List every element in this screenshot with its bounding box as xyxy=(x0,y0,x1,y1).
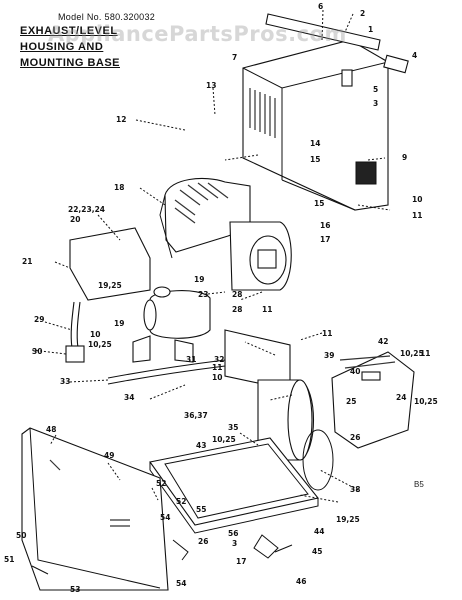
callout: 10,25 xyxy=(414,397,438,406)
callout: 12 xyxy=(116,115,126,124)
callout: 10 xyxy=(212,373,222,382)
callout: 25 xyxy=(346,397,356,406)
callout: 7 xyxy=(232,53,237,62)
callout: 15 xyxy=(314,199,324,208)
model-number: Model No. 580.320032 xyxy=(58,12,156,22)
front-panel xyxy=(21,427,169,591)
engine-assembly xyxy=(159,177,292,291)
callout: 43 xyxy=(196,441,206,450)
callout: 13 xyxy=(206,81,216,90)
callout: 38 xyxy=(350,485,360,494)
callout: 54 xyxy=(160,513,170,522)
callout: 10,25 xyxy=(400,349,424,358)
callout: 45 xyxy=(312,547,322,556)
callout: 10 xyxy=(90,330,100,339)
mounting-base xyxy=(149,437,319,534)
callout: 42 xyxy=(378,337,388,346)
leader-lines xyxy=(31,9,391,503)
callout: 26 xyxy=(198,537,208,546)
callout: 28 xyxy=(232,305,242,314)
callout: 11 xyxy=(262,305,272,314)
diagram-title-line-3: MOUNTING BASE xyxy=(20,57,120,69)
callout: 51 xyxy=(4,555,14,564)
callout: 3 xyxy=(232,539,237,548)
callout: 4 xyxy=(412,51,417,60)
callout: 10,25 xyxy=(212,435,236,444)
callout: 9 xyxy=(402,153,407,162)
callout: 19,25 xyxy=(336,515,360,524)
callout: 20 xyxy=(70,215,80,224)
callout-labels: 6 2 1 4 5 3 7 9 13 12 14 15 18 15 16 17 … xyxy=(4,2,438,594)
callout: 49 xyxy=(104,451,114,460)
callout: 46 xyxy=(296,577,306,586)
callout: 54 xyxy=(176,579,186,588)
callout: 30 xyxy=(32,347,42,356)
exhaust-hose xyxy=(107,359,226,379)
diagram-title-line-2: HOUSING AND xyxy=(20,41,104,53)
callout: 22,23,24 xyxy=(68,205,105,214)
callout: 1 xyxy=(368,25,373,34)
callout: 32 xyxy=(214,355,224,364)
callout: 34 xyxy=(124,393,134,402)
callout: 55 xyxy=(196,505,206,514)
callout: 10,25 xyxy=(88,340,112,349)
watermark: AppliancePartsPros.com xyxy=(48,22,347,46)
callout: 33 xyxy=(60,377,70,386)
callout: 18 xyxy=(114,183,124,192)
callout: 5 xyxy=(373,85,378,94)
housing-shell xyxy=(242,39,389,211)
callout: 16 xyxy=(320,221,330,230)
callout: 29 xyxy=(34,315,44,324)
callout: 17 xyxy=(236,557,246,566)
callout: 53 xyxy=(70,585,80,594)
callout: 11 xyxy=(322,329,332,338)
page-code: B5 xyxy=(414,480,424,489)
callout: 26 xyxy=(350,433,360,442)
callout: 19 xyxy=(194,275,204,284)
callout: 52 xyxy=(156,479,166,488)
callout: 24 xyxy=(396,393,406,402)
callout: 35 xyxy=(228,423,238,432)
left-bracket xyxy=(65,227,151,363)
callout: 40 xyxy=(350,367,360,376)
callout: 39 xyxy=(324,351,334,360)
callout: 15 xyxy=(310,155,320,164)
callout: 14 xyxy=(310,139,320,148)
callout: 48 xyxy=(46,425,56,434)
callout: 23 xyxy=(198,290,208,299)
handle-bar xyxy=(265,13,409,87)
callout: 6 xyxy=(318,2,323,11)
callout: 36,37 xyxy=(184,411,208,420)
side-panel xyxy=(331,351,415,449)
callout: 2 xyxy=(360,9,365,18)
callout: 19,25 xyxy=(98,281,122,290)
callout: 44 xyxy=(314,527,324,536)
callout: 17 xyxy=(320,235,330,244)
callout: 19 xyxy=(114,319,124,328)
callout: 31 xyxy=(186,355,196,364)
callout: 52 xyxy=(176,497,186,506)
callout: 11 xyxy=(412,211,422,220)
callout: 56 xyxy=(228,529,238,538)
diagram-title-line-1: EXHAUST/LEVEL xyxy=(20,25,118,37)
hardware xyxy=(31,534,293,575)
callout: 3 xyxy=(373,99,378,108)
callout: 11 xyxy=(420,349,430,358)
callout: 11 xyxy=(212,363,222,372)
tank-assembly xyxy=(132,286,211,363)
callout: 50 xyxy=(16,531,26,540)
callout: 28 xyxy=(232,290,242,299)
callout: 10 xyxy=(412,195,422,204)
callout: 21 xyxy=(22,257,32,266)
